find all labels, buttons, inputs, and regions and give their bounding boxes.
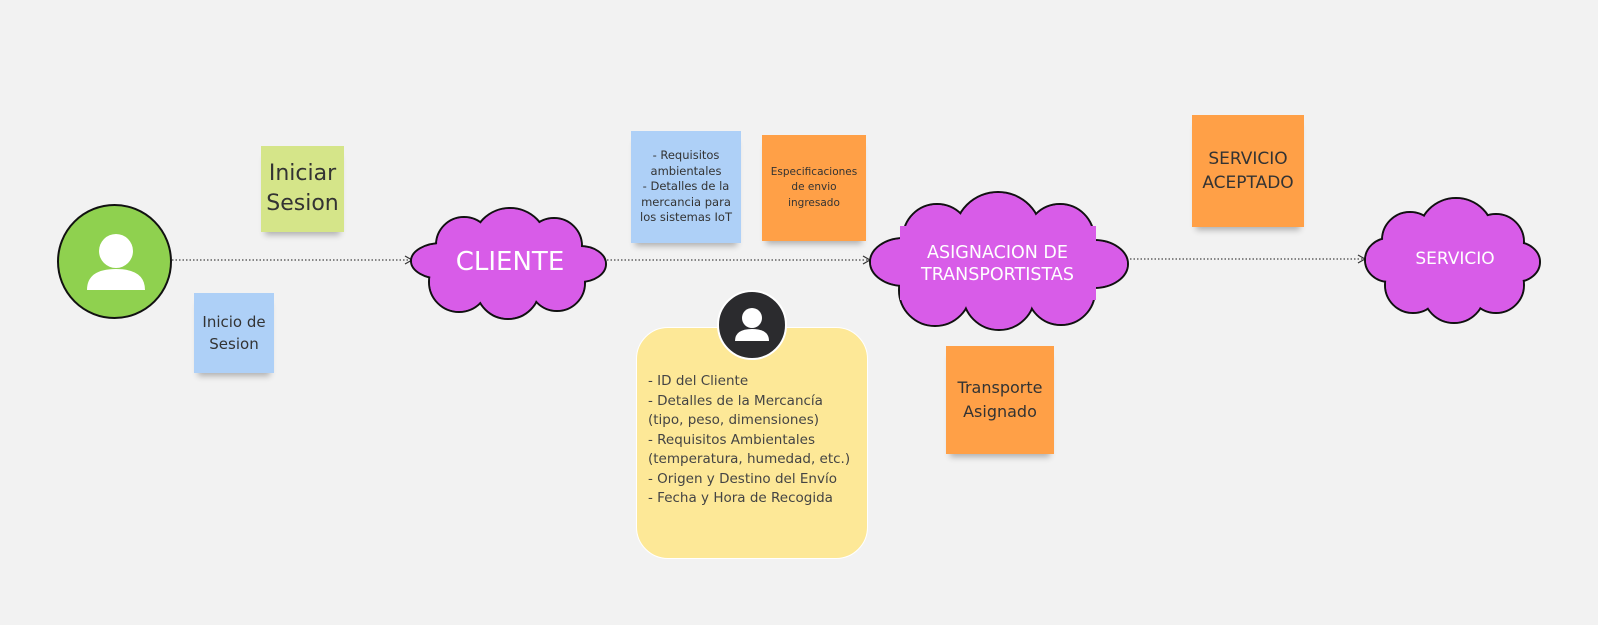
note-requisitos[interactable]: - Requisitos ambientales - Detalles de l… xyxy=(631,131,741,243)
client-data-item: - ID del Cliente xyxy=(648,373,749,389)
cliente-label: CLIENTE xyxy=(455,246,565,277)
client-data-item: - Origen y Destino del Envío xyxy=(648,470,837,487)
asignacion-label: ASIGNACION DE TRANSPORTISTAS xyxy=(921,243,1074,285)
note-iniciar-sesion-text: Iniciar Sesion xyxy=(266,161,339,216)
note-transporte-asignado[interactable]: Transporte Asignado xyxy=(946,346,1054,454)
client-data-item: - Detalles de la Mercancía (tipo, peso, … xyxy=(648,392,823,429)
note-requisitos-text: - Requisitos ambientales - Detalles de l… xyxy=(640,148,732,225)
note-inicio-de-sesion-text: Inicio de Sesion xyxy=(202,313,266,353)
client-data-item: - Requisitos Ambientales (temperatura, h… xyxy=(648,431,851,468)
asignacion-cloud[interactable] xyxy=(869,191,1129,331)
note-iniciar-sesion[interactable]: Iniciar Sesion xyxy=(261,146,344,232)
cliente-cloud[interactable] xyxy=(410,207,607,320)
card-avatar[interactable] xyxy=(717,290,787,360)
note-especificaciones[interactable]: Especificaciones de envio ingresado xyxy=(762,135,866,241)
note-transporte-asignado-text: Transporte Asignado xyxy=(957,378,1043,421)
client-data-item: - Fecha y Hora de Recogida xyxy=(648,490,833,506)
note-servicio-aceptado[interactable]: SERVICIO ACEPTADO xyxy=(1192,115,1304,227)
note-inicio-de-sesion[interactable]: Inicio de Sesion xyxy=(194,293,274,373)
user-avatar[interactable] xyxy=(57,204,172,319)
note-servicio-aceptado-text: SERVICIO ACEPTADO xyxy=(1202,149,1294,193)
note-especificaciones-text: Especificaciones de envio ingresado xyxy=(770,165,858,209)
client-data-card[interactable]: - ID del Cliente - Detalles de la Mercan… xyxy=(636,327,868,559)
servicio-cloud[interactable] xyxy=(1364,197,1541,324)
client-data-list: - ID del Cliente - Detalles de la Mercan… xyxy=(648,372,857,509)
user-icon xyxy=(87,234,145,290)
servicio-label: SERVICIO xyxy=(1415,249,1495,270)
user-icon xyxy=(735,308,769,341)
